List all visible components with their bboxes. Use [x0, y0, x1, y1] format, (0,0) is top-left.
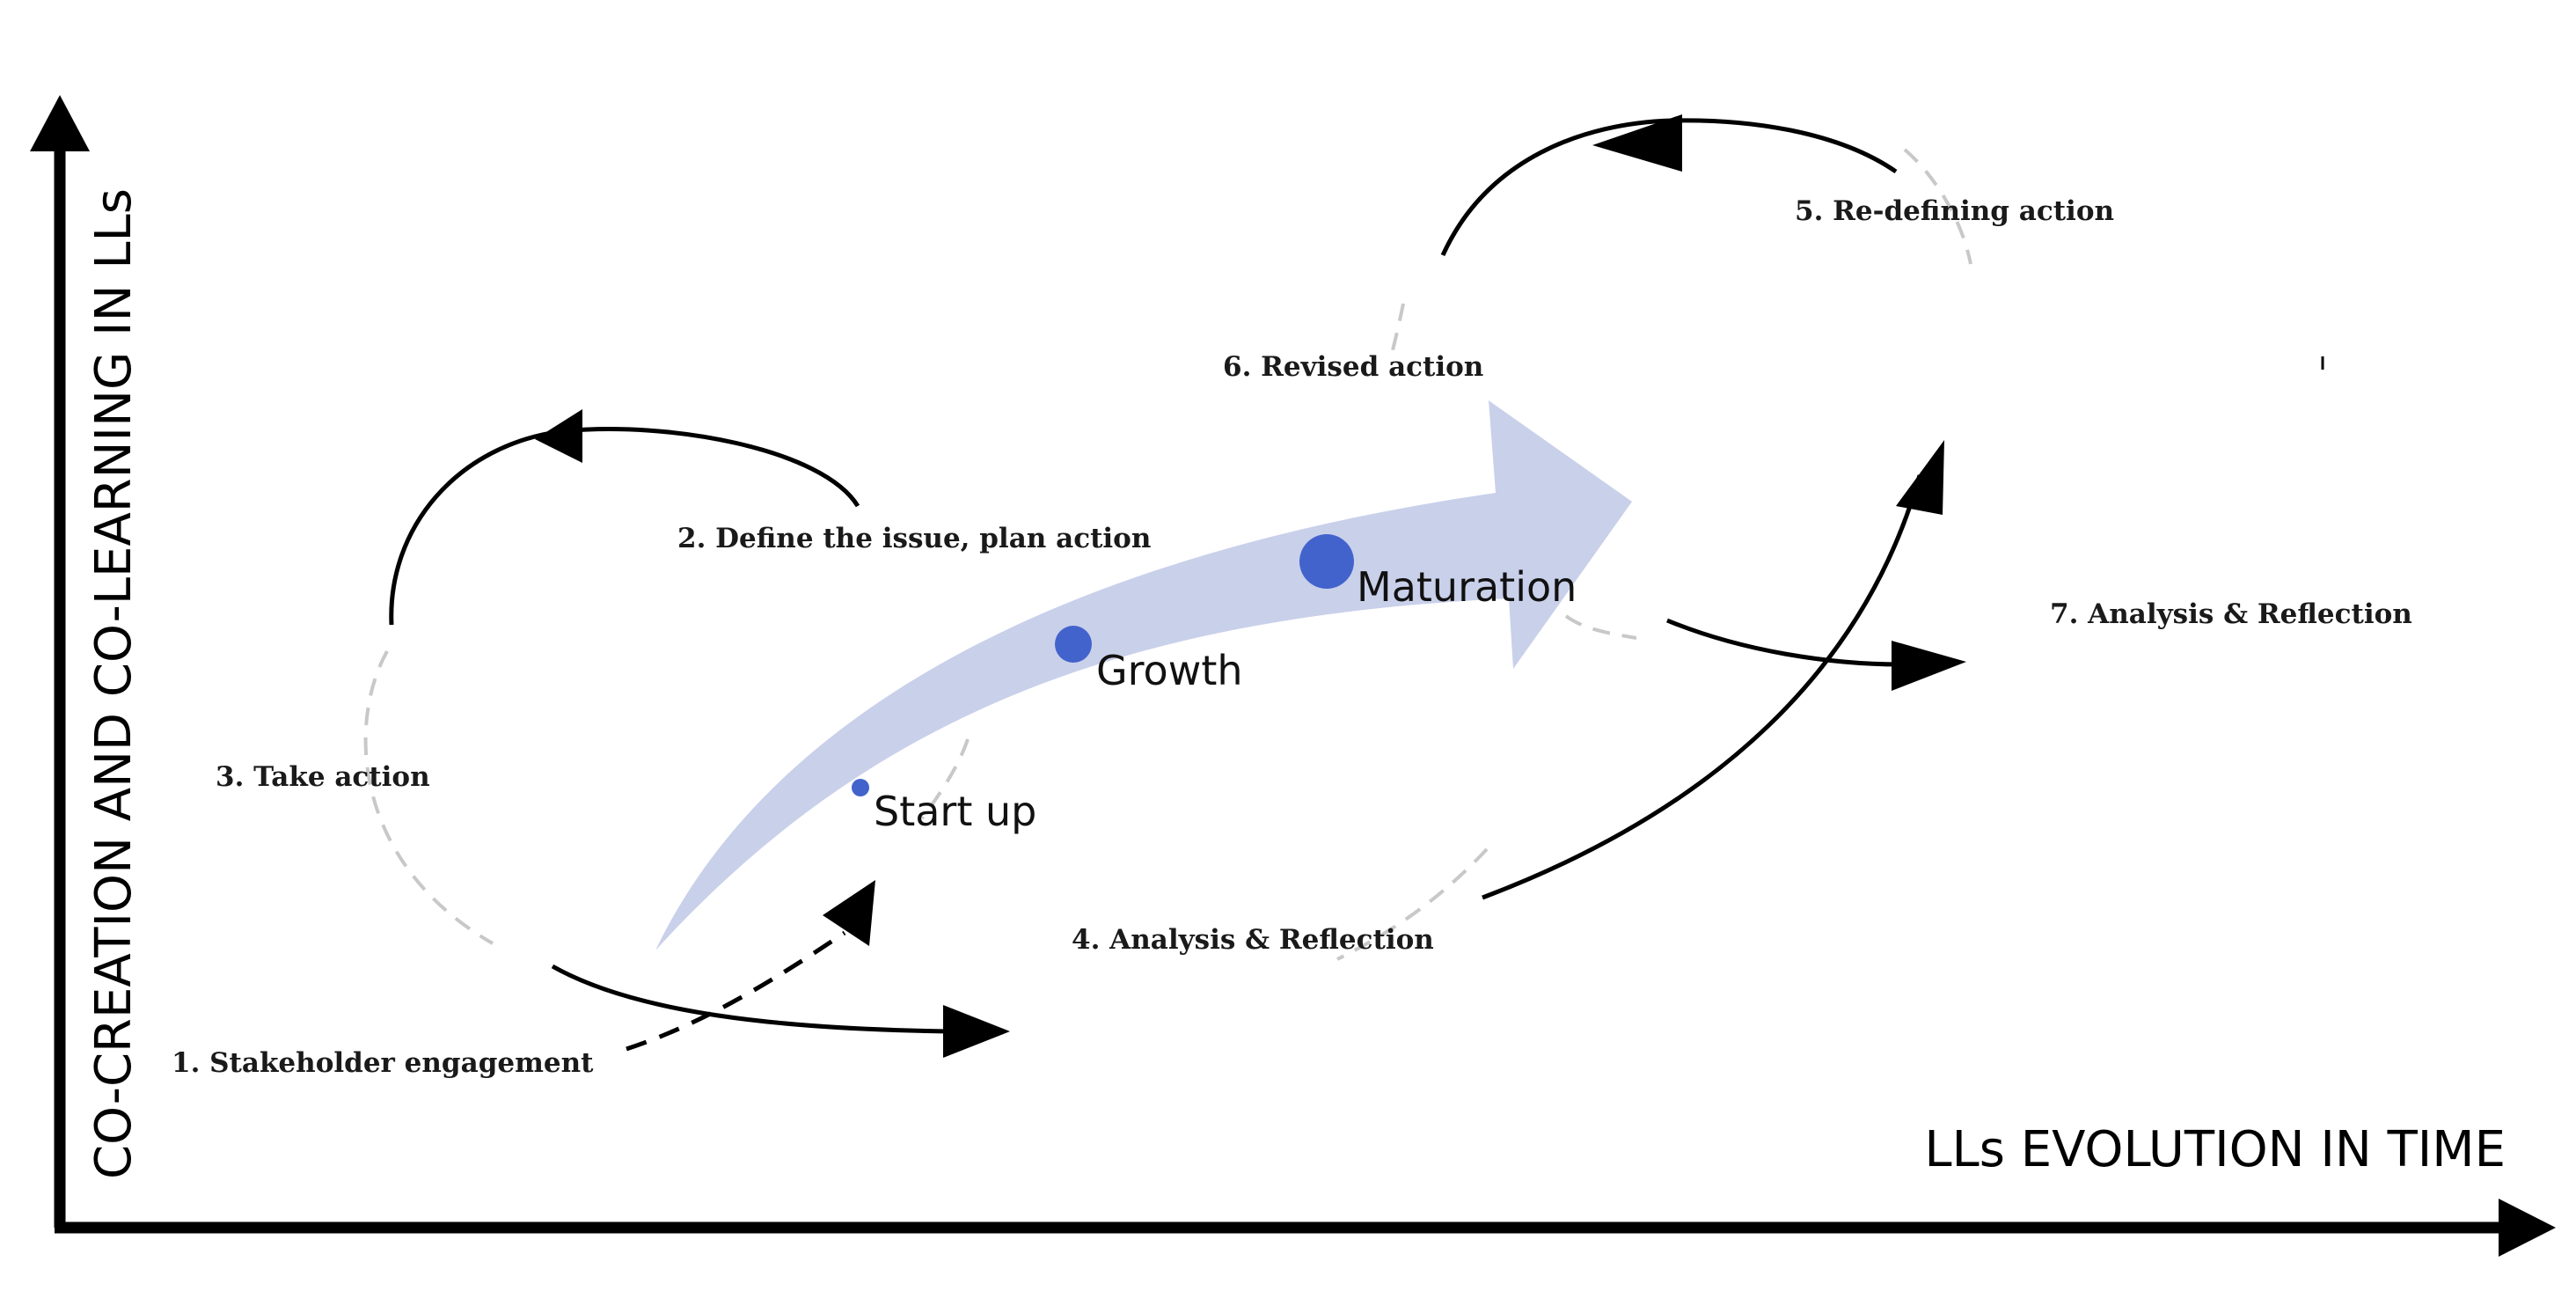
cycle1-faint-right — [920, 738, 970, 820]
cycle1-dashed-rise — [626, 930, 846, 1052]
step-label-6: 6. Revised action — [1223, 351, 1483, 383]
growth-dot — [1055, 626, 1092, 663]
startup-dot — [852, 779, 869, 796]
step-label-4: 4. Analysis & Reflection — [1072, 924, 1434, 956]
stage-label-startup: Start up — [874, 788, 1036, 835]
step-label-2: 2. Define the issue, plan action — [677, 523, 1151, 554]
step-label-5: 5. Re-defining action — [1795, 195, 2114, 227]
x-axis-label: LLs EVOLUTION IN TIME — [1924, 1121, 2506, 1178]
stage-label-maturation: Maturation — [1357, 563, 1577, 611]
y-axis-arrowhead — [30, 95, 90, 151]
cycle1-faint-left — [363, 650, 494, 945]
cycle2-right-arrowhead — [1892, 641, 1966, 691]
y-axis-label: CO-CREATION AND CO-LEARNING IN LLs — [85, 188, 143, 1179]
faint-dashed-connectors — [363, 148, 1972, 961]
cycle2-faint-top — [1903, 148, 1972, 265]
step-label-7: 7. Analysis & Reflection — [2050, 598, 2412, 630]
step-label-1: 1. Stakeholder engagement — [172, 1047, 594, 1079]
cycle2-right-arc — [1666, 618, 1901, 667]
stage-label-growth: Growth — [1096, 647, 1243, 694]
evolution-arrow — [655, 400, 1632, 950]
step-label-3: 3. Take action — [216, 761, 430, 793]
cycle2-top-arrowhead — [1592, 114, 1682, 172]
cycle2-faint-mid — [1564, 614, 1637, 640]
cycle2-long-rise — [1482, 474, 1922, 900]
cycle2-faint-bottom — [1336, 847, 1489, 961]
maturation-dot — [1299, 534, 1354, 589]
cycle2-faint-left — [1388, 303, 1405, 362]
axes — [30, 95, 2556, 1257]
cycle1-bottom-arc — [551, 964, 960, 1034]
cycle1-top-arrowhead — [535, 409, 582, 463]
cycle2-rise-arrowhead — [1896, 440, 1944, 515]
x-axis-arrowhead — [2499, 1199, 2556, 1257]
cycle1-bottom-arrowhead — [943, 1005, 1010, 1058]
cycle1-dashed-arrowhead — [823, 880, 875, 946]
